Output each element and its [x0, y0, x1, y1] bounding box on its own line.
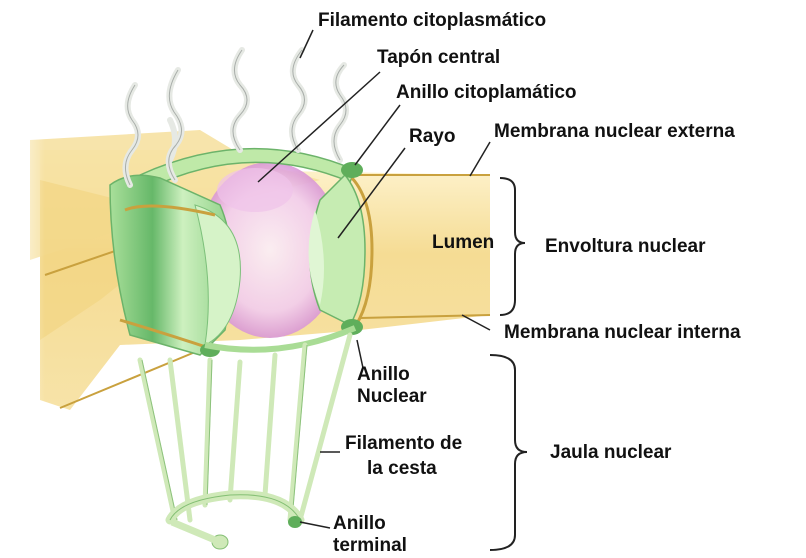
- label-basket-filament-line2: la cesta: [367, 458, 437, 480]
- cytoplasmic-ring-knob: [341, 162, 363, 178]
- label-nuclear-ring-line2: Nuclear: [357, 386, 427, 408]
- label-cytoplasmic-ring: Anillo citoplamático: [396, 82, 577, 104]
- label-basket-filament-line1: Filamento de: [345, 433, 462, 455]
- label-terminal-ring-line2: terminal: [333, 535, 407, 557]
- label-nuclear-ring-line1: Anillo: [357, 364, 410, 386]
- label-nuclear-envelope: Envoltura nuclear: [545, 236, 706, 258]
- basket-brace: [490, 355, 527, 550]
- label-nuclear-basket: Jaula nuclear: [550, 442, 671, 464]
- label-outer-membrane: Membrana nuclear externa: [494, 121, 735, 143]
- label-lumen: Lumen: [432, 232, 494, 254]
- label-central-plug: Tapón central: [377, 47, 500, 69]
- label-terminal-ring-line1: Anillo: [333, 513, 386, 535]
- label-spoke: Rayo: [409, 126, 455, 148]
- label-cytoplasmic-filament: Filamento citoplasmático: [318, 10, 546, 32]
- envelope-brace: [500, 178, 525, 315]
- label-inner-membrane: Membrana nuclear interna: [504, 322, 741, 344]
